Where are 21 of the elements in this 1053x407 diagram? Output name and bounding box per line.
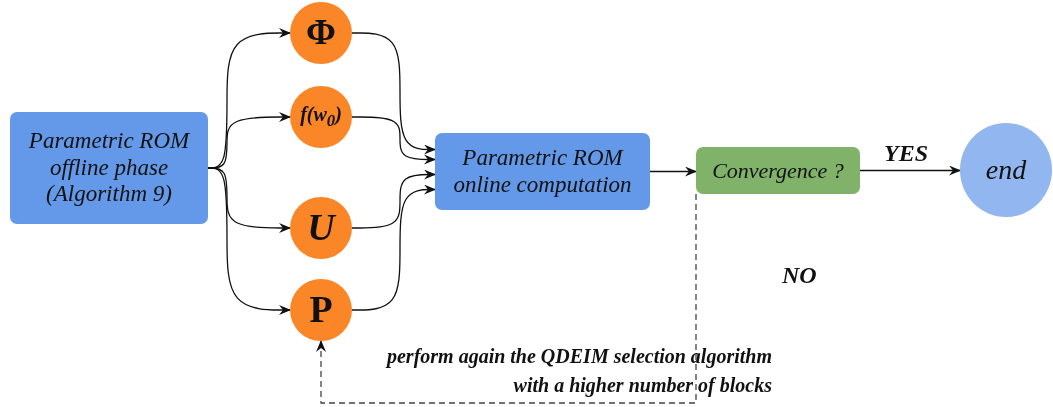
arrow — [351, 184, 436, 311]
process-box — [435, 133, 650, 210]
note-text: perform again the QDEIM selection algorithm with a higher number of blocks — [384, 344, 772, 399]
arrow — [316, 193, 697, 404]
node-text: f(w$_{0}$) — [300, 103, 342, 131]
node-text: Parametric ROM offline phase (Algorithm 9) — [27, 128, 191, 208]
process-box — [696, 147, 860, 194]
arrow — [649, 166, 697, 177]
arrow — [859, 165, 961, 176]
edge-label: YES — [884, 140, 928, 167]
node-text: Convergence ? — [712, 157, 844, 184]
arrow — [351, 116, 436, 165]
arrow — [351, 32, 436, 155]
arrow — [351, 169, 436, 229]
edge-label: NO — [782, 262, 817, 289]
process-box — [10, 112, 208, 224]
node-text: Parametric ROM online computation — [452, 145, 633, 198]
node-text: end — [985, 153, 1027, 187]
node-text: P — [309, 288, 333, 332]
node-text: U — [307, 206, 335, 250]
node-text: Φ — [306, 12, 336, 54]
